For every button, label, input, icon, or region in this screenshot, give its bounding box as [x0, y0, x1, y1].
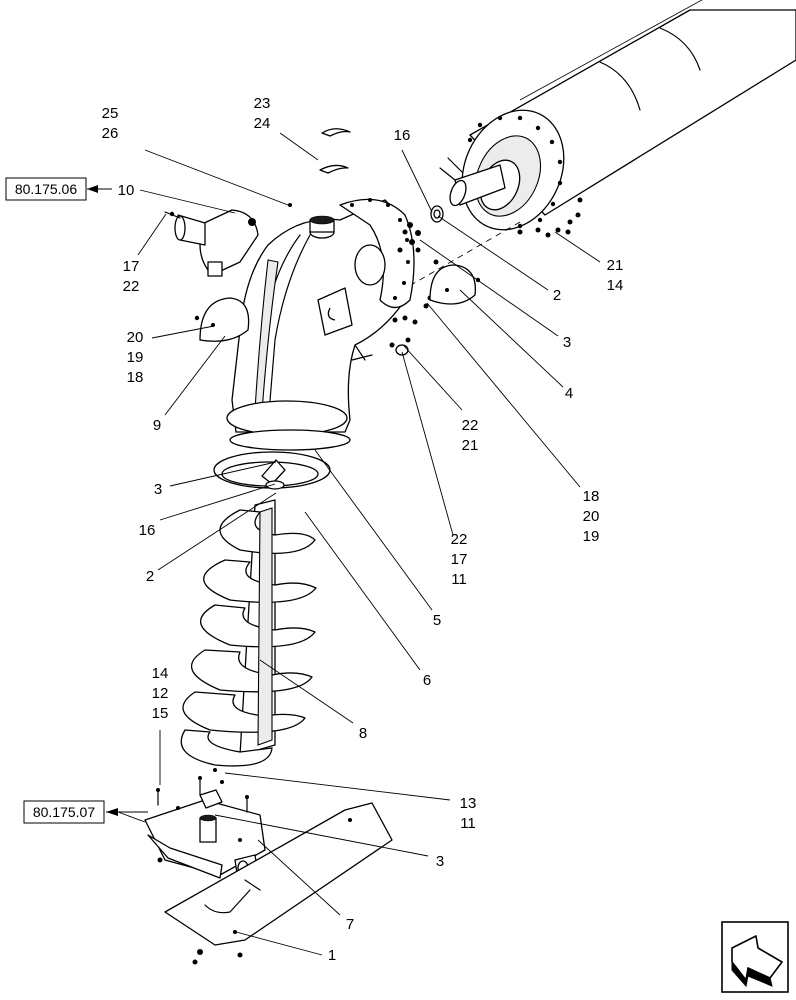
tube-assembly: [384, 0, 796, 301]
callout-15: 15: [152, 705, 169, 722]
callout-24: 24: [254, 115, 271, 132]
callout-6: 6: [423, 672, 431, 689]
callout-12: 12: [152, 685, 169, 702]
callout-22-lower: 22: [451, 531, 468, 548]
reference-80-175-07[interactable]: 80.175.07: [23, 800, 105, 824]
callout-9: 9: [153, 417, 161, 434]
callout-3-top: 3: [563, 334, 571, 351]
reference-label-bottom: 80.175.07: [33, 804, 95, 820]
callout-7: 7: [346, 916, 354, 933]
retaining-clips: [288, 128, 351, 207]
callout-22-middle: 22: [462, 417, 479, 434]
callout-4: 4: [565, 385, 573, 402]
leader-lines: [87, 132, 601, 956]
callout-16-top: 16: [394, 127, 411, 144]
callout-21-top: 21: [607, 257, 624, 274]
auger-flighting: [180, 451, 331, 767]
callout-14-top: 14: [607, 277, 624, 294]
callout-25: 25: [102, 105, 119, 122]
reference-label-top: 80.175.06: [15, 181, 77, 197]
elbow-housing: [226, 198, 444, 451]
callout-2-top: 2: [553, 287, 561, 304]
callout-1: 1: [328, 947, 336, 964]
callout-19-right: 19: [583, 528, 600, 545]
callout-20-right: 20: [583, 508, 600, 525]
callout-18-left: 18: [127, 369, 144, 386]
callout-2-middle: 2: [146, 568, 154, 585]
callout-17-top: 17: [123, 258, 140, 275]
callout-3-lower: 3: [436, 853, 444, 870]
callout-16-middle: 16: [139, 522, 156, 539]
callout-23: 23: [254, 95, 271, 112]
callout-8: 8: [359, 725, 367, 742]
callout-3-middle: 3: [154, 481, 162, 498]
callout-10: 10: [118, 182, 135, 199]
callout-11-middle: 11: [451, 571, 467, 588]
callout-18-right: 18: [583, 488, 600, 505]
upper-gearbox: [164, 209, 259, 277]
callout-14-lower: 14: [152, 665, 169, 682]
reference-80-175-06[interactable]: 80.175.06: [5, 177, 87, 201]
callout-19-left: 19: [127, 349, 144, 366]
callout-17-lower: 17: [451, 551, 468, 568]
callout-21-middle: 21: [462, 437, 479, 454]
callout-26: 26: [102, 125, 119, 142]
arrow-navigation-icon[interactable]: [721, 921, 789, 993]
callout-numbers: 25 26 23 24 16 10 17 22 21 14 2 3 4 20 1…: [102, 95, 624, 964]
callout-5: 5: [433, 612, 441, 629]
callout-11-lower: 11: [460, 815, 476, 832]
lower-gearbox: [144, 768, 266, 881]
callout-22-top: 22: [123, 278, 140, 295]
callout-20-left: 20: [127, 329, 144, 346]
callout-13: 13: [460, 795, 477, 812]
